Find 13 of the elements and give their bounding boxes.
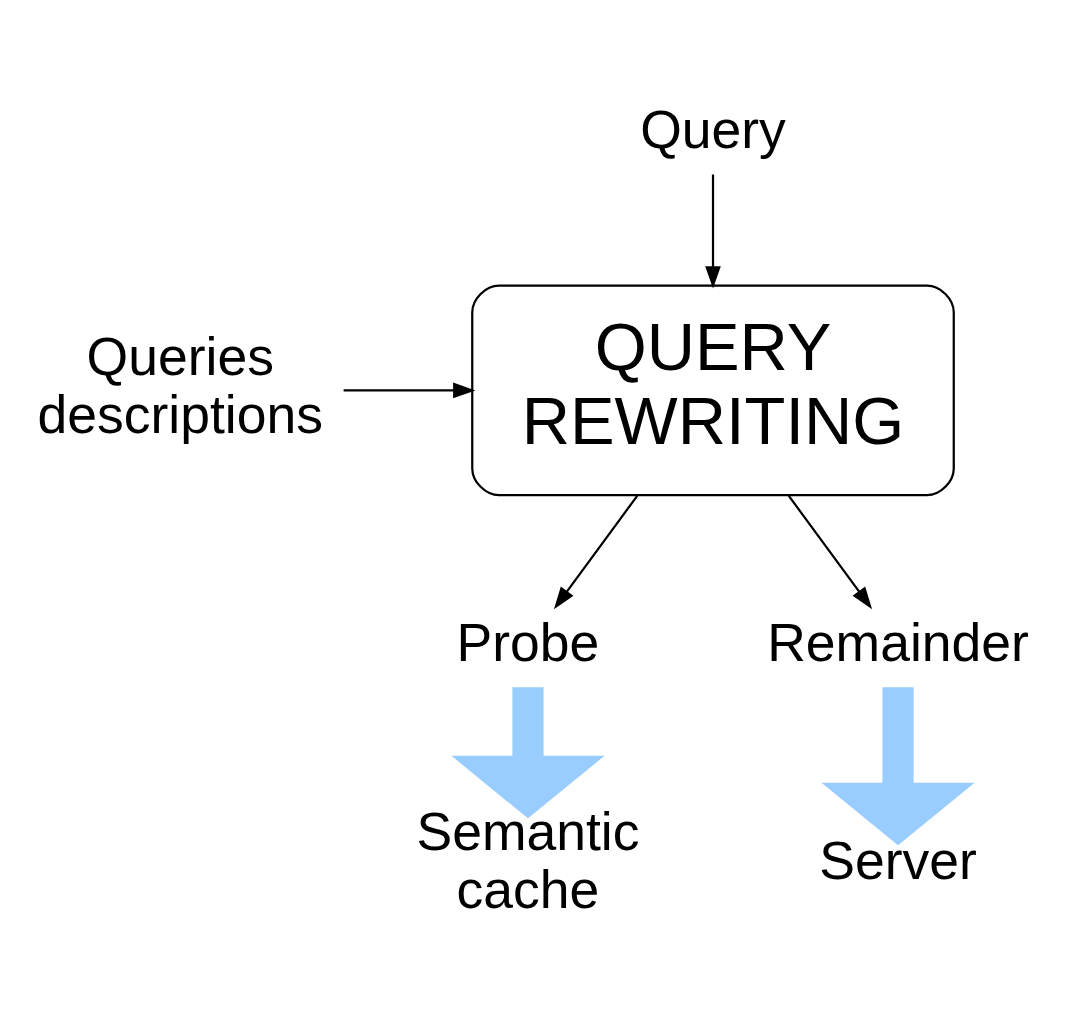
node-text: Queries descriptions: [37, 327, 323, 445]
arrow: [553, 495, 639, 610]
node-text: Query: [640, 99, 786, 159]
node-text: Probe: [456, 612, 600, 672]
node-text: Semantic cache: [416, 802, 640, 920]
arrow: [787, 495, 873, 610]
arrow: [343, 382, 476, 399]
node-box: QUERY REWRITING: [471, 284, 955, 497]
arrow: [705, 174, 721, 289]
arrow: [451, 687, 605, 819]
node-text: Server: [819, 831, 977, 891]
node-text: Remainder: [767, 612, 1029, 672]
arrow: [821, 687, 975, 846]
